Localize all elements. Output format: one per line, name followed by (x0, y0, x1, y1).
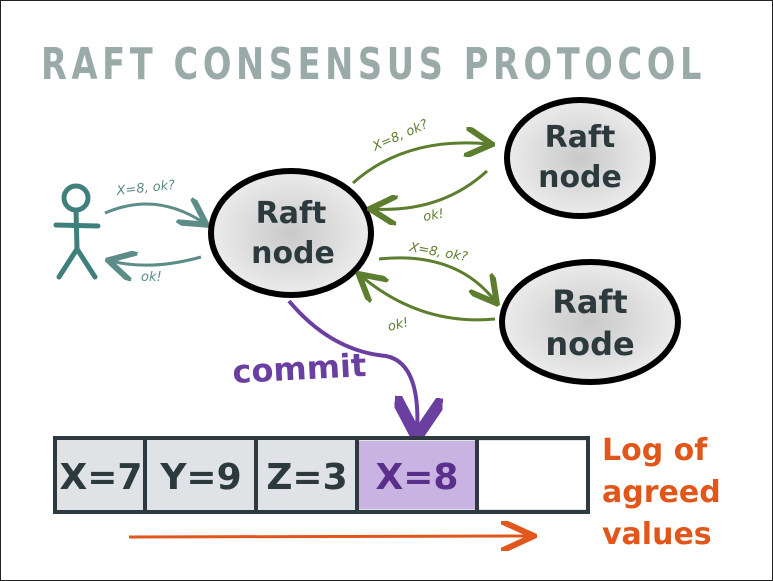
log-entry-1: Y=9 (159, 457, 241, 498)
client-reply-arrow (111, 257, 202, 265)
leader-node-label-line1: Raft (256, 196, 327, 231)
follower-top-label-line2: node (538, 160, 622, 195)
agreed-values-log: X=7 Y=9 Z=3 X=8 (53, 436, 590, 514)
commit-label: commit (231, 346, 367, 391)
client-request-label: X=8, ok? (115, 178, 176, 199)
follower-top-label-line1: Raft (545, 120, 616, 155)
log-caption-line3: values (602, 517, 712, 552)
bottom-reply-arrow (361, 276, 496, 322)
log-direction-arrow (128, 536, 531, 537)
log-cell-committed (357, 441, 477, 509)
client-reply-label: ok! (141, 270, 162, 285)
log-entry-0: X=7 (60, 457, 143, 498)
leader-node: Raft node (208, 168, 374, 298)
log-caption-line1: Log of (602, 433, 708, 468)
leader-node-label-line2: node (251, 236, 335, 271)
client-stick-figure-icon (53, 183, 101, 280)
log-entry-2: Z=3 (266, 457, 347, 498)
follower-bottom-label-line2: node (545, 325, 634, 363)
follower-node-bottom: Raft node (499, 259, 681, 385)
diagram-title: RAFT CONSENSUS PROTOCOL (41, 39, 706, 90)
top-request-arrow (352, 143, 489, 185)
bottom-reply-label: ok! (386, 315, 410, 335)
log-entry-3: X=8 (376, 457, 459, 498)
client-request-arrow (104, 204, 204, 223)
follower-node-top: Raft node (504, 97, 656, 219)
top-reply-arrow (373, 169, 489, 209)
follower-bottom-label-line1: Raft (552, 283, 627, 321)
log-caption-line2: agreed (602, 475, 721, 510)
top-reply-label: ok! (422, 207, 445, 225)
top-request-label: X=8, ok? (370, 117, 431, 155)
commit-arrow (287, 299, 417, 433)
bottom-request-arrow (378, 256, 495, 301)
